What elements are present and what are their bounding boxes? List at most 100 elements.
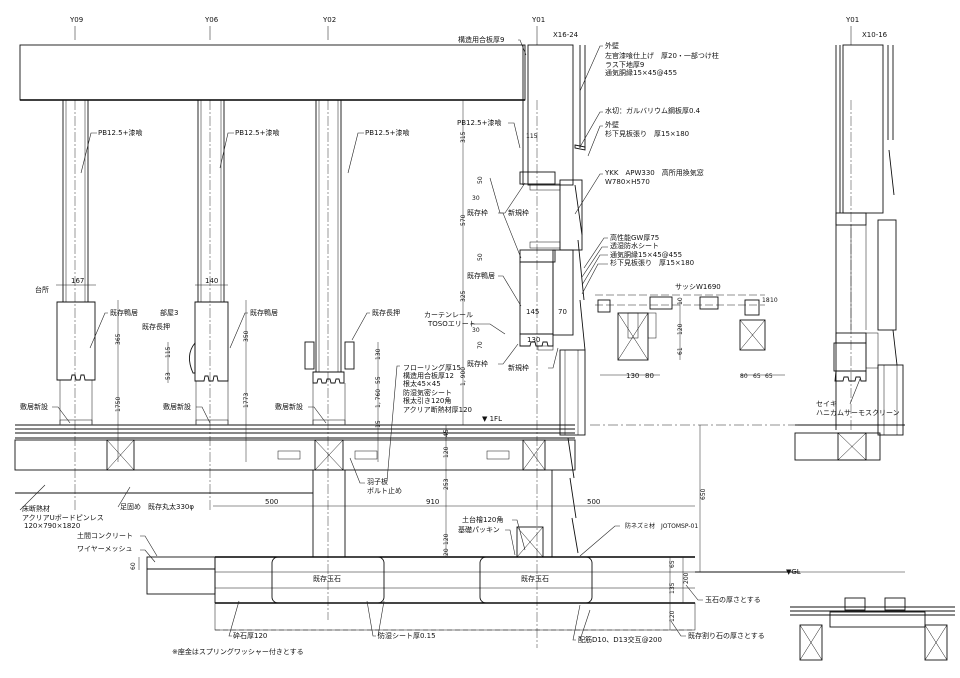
- label-exterior-wall-1: 外壁: [605, 41, 619, 50]
- label-kamoi-3: 既存鴨居: [467, 271, 495, 280]
- dimension-d20: 20: [443, 548, 450, 556]
- dimension-d115: 115: [165, 346, 172, 358]
- dimension-s80: 80: [645, 372, 654, 380]
- dimension-d500b: 500: [587, 498, 600, 506]
- label-cedar-1: 杉下見板張り 厚15×180: [605, 129, 689, 138]
- dimension-d50b: 50: [477, 253, 484, 261]
- dimension-d130: 130: [375, 348, 382, 360]
- dimension-d115b: 115: [526, 133, 538, 140]
- label-stone-thk: 玉石の厚さとする: [705, 596, 761, 604]
- label-dodai: 土台檜120角: [462, 515, 503, 524]
- label-flooring: フローリング厚15: [403, 363, 461, 372]
- dimension-s61: 61: [677, 347, 684, 355]
- dimension-d325: 325: [460, 290, 467, 302]
- label-nageshi-1: 既存長押: [142, 322, 170, 331]
- dimension-d30b: 30: [472, 327, 480, 334]
- dimension-d55: 55: [375, 376, 382, 384]
- label-moist: 防湿シート厚0.15: [378, 631, 436, 640]
- dimension-s65b: 65: [765, 373, 773, 380]
- label-window: YKK APW330 高所用換気窓: [604, 168, 704, 177]
- label-pb-2: PB12.5+漆喰: [235, 128, 279, 137]
- label-kamoi-1: 既存鴨居: [110, 308, 138, 317]
- label-x10-16: X10-16: [862, 31, 888, 39]
- label-exterior-wall-2: 外壁: [605, 120, 619, 129]
- column-y02: [304, 100, 355, 426]
- column-y06: [189, 100, 229, 426]
- dimension-d315: 315: [460, 131, 467, 143]
- label-ashigatame: 足固め 既存丸太330φ: [120, 502, 194, 511]
- label-fl: ▼ 1FL: [482, 415, 502, 423]
- dimension-d120c: 120: [669, 610, 676, 622]
- label-gw: 高性能GW厚75: [610, 233, 659, 242]
- label-flashing: 水切：ガルバリウム鋼板厚0.4: [605, 106, 701, 115]
- label-ply12: 構造用合板厚12: [403, 371, 454, 380]
- label-frame-old-1: 既存枠: [467, 208, 488, 217]
- dimension-d53: 53: [165, 372, 172, 380]
- label-plaster: 左官漆喰仕上げ 厚20・一部つけ柱: [605, 51, 719, 60]
- dimension-d45: 45: [443, 429, 450, 437]
- label-stone-2: 既存玉石: [521, 574, 549, 583]
- label-gl: ▼GL: [786, 568, 801, 576]
- stone-1: [271, 556, 385, 604]
- exterior-wall-y01: [519, 44, 586, 554]
- dimension-s65a: 65: [753, 373, 761, 380]
- dimension-d120b: 120: [443, 533, 450, 545]
- label-pb-1: PB12.5+漆喰: [98, 128, 142, 137]
- label-vapor: 防湿気密シート: [403, 388, 452, 397]
- dimension-d167: 167: [71, 277, 84, 285]
- label-split-thk: 既存割り石の厚さとする: [688, 631, 765, 640]
- label-pb-3: PB12.5+漆喰: [365, 128, 409, 137]
- dimension-d135: 135: [669, 582, 676, 594]
- dimension-s10: 10: [677, 297, 684, 305]
- label-frame-new-1: 新規枠: [508, 208, 529, 217]
- right-wall-detail: [794, 44, 905, 461]
- label-window-size: W780×H570: [605, 178, 650, 186]
- ceiling-insulation: [19, 44, 526, 101]
- floor-structure: [14, 424, 576, 558]
- label-nageshi-2: 既存長押: [372, 308, 400, 317]
- label-mesh: ワイヤーメッシュ: [77, 545, 133, 553]
- dimension-d200: 200: [683, 572, 690, 584]
- label-plywood: 構造用合板厚9: [458, 35, 504, 44]
- dimension-d253: 253: [443, 478, 450, 490]
- dimension-d500a: 500: [265, 498, 278, 506]
- dimension-s130: 130: [626, 372, 639, 380]
- label-uboard: アクリアUボードピンレス: [22, 514, 104, 522]
- label-shikii-1: 敷居新設: [20, 402, 48, 411]
- dimension-d145: 145: [526, 308, 539, 316]
- dimension-s80b: 80: [740, 373, 748, 380]
- label-seiki: セイキ: [816, 400, 837, 408]
- label-floor-ins: 床断熱材: [22, 504, 50, 513]
- label-uboard-size: 120×790×1820: [24, 522, 80, 530]
- foundation: [146, 556, 905, 631]
- label-tosoelite: TOSOエリート: [427, 320, 476, 328]
- dimension-d130b: 130: [527, 336, 540, 344]
- dimension-d1760: 1, 760: [375, 389, 382, 408]
- dimension-lines: [56, 100, 800, 630]
- label-cedar-2: 杉下見板張り 厚15×180: [610, 258, 694, 267]
- dimension-s120: 120: [677, 323, 684, 335]
- label-gravel: 砕石厚120: [233, 631, 267, 640]
- sash-plan-detail: [595, 294, 766, 361]
- label-rat: 防ネズミ材 JOTOMSP-01: [625, 522, 698, 530]
- dimension-s10b: 10: [770, 297, 778, 304]
- dimension-d30a: 30: [472, 195, 480, 202]
- label-rebar: 配筋D10、D13交互@200: [578, 635, 662, 644]
- dimension-d910: 910: [426, 498, 439, 506]
- label-honeycomb: ハニカムサーモスクリーン: [816, 409, 900, 417]
- dimension-d365: 365: [115, 333, 122, 345]
- leader-lines: [19, 39, 861, 641]
- label-y01-right: Y01: [845, 16, 859, 24]
- label-frame-old-2: 既存枠: [467, 359, 488, 368]
- label-pb-4: PB12.5+漆喰: [457, 118, 501, 127]
- dimension-d70b: 70: [558, 308, 567, 316]
- label-curtain-rail: カーテンレール: [424, 311, 473, 319]
- stone-2: [479, 556, 593, 604]
- dimension-d120a: 120: [443, 446, 450, 458]
- label-lath: ラス下地厚9: [605, 60, 644, 69]
- label-shikii-3: 敷居新設: [275, 402, 303, 411]
- label-shikii-2: 敷居新設: [163, 402, 191, 411]
- dimension-d65: 65: [669, 560, 676, 568]
- label-y02: Y02: [322, 16, 336, 24]
